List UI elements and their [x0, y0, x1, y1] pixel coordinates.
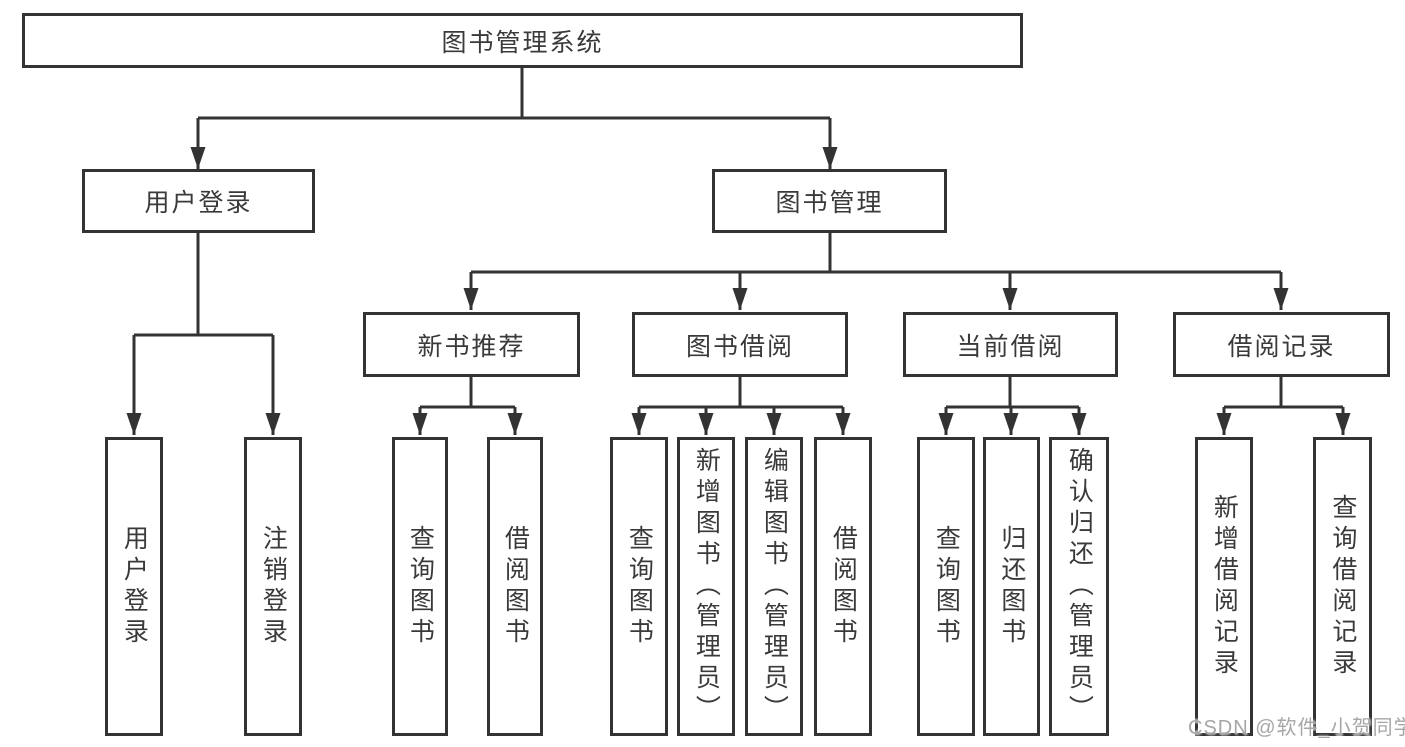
leaf-confirm-return-admin: 确认归还（管理员） — [1049, 437, 1109, 736]
leaf-query-borrow-record: 查询借阅记录 — [1313, 437, 1372, 736]
leaf-query-books-current-label: 查询图书 — [932, 524, 961, 649]
leaf-confirm-return-admin-label: 确认归还（管理员） — [1065, 447, 1094, 726]
leaf-query-books-borrowing: 查询图书 — [610, 437, 668, 736]
leaf-add-books-admin: 新增图书（管理员） — [677, 437, 735, 736]
leaf-query-books-current: 查询图书 — [917, 437, 975, 736]
leaf-add-borrow-record-label: 新增借阅记录 — [1210, 493, 1239, 680]
leaf-logout-label: 注销登录 — [259, 524, 288, 649]
leaf-borrow-books-label: 借阅图书 — [829, 524, 858, 649]
leaf-add-books-admin-label: 新增图书（管理员） — [692, 447, 721, 726]
node-borrowing-records-label: 借阅记录 — [1227, 332, 1336, 361]
leaf-query-borrow-record-label: 查询借阅记录 — [1328, 493, 1357, 680]
node-current-borrowing: 当前借阅 — [903, 312, 1118, 377]
node-book-management-label: 图书管理 — [775, 189, 884, 217]
leaf-query-books-recommend: 查询图书 — [392, 437, 448, 736]
leaf-return-books-label: 归还图书 — [997, 524, 1026, 649]
leaf-query-books-borrowing-label: 查询图书 — [625, 524, 654, 649]
node-root: 图书管理系统 — [22, 13, 1023, 68]
node-book-borrowing: 图书借阅 — [632, 312, 848, 377]
node-current-borrowing-label: 当前借阅 — [956, 332, 1065, 361]
node-book-management: 图书管理 — [712, 169, 947, 233]
leaf-borrow-books: 借阅图书 — [814, 437, 872, 736]
leaf-query-books-recommend-label: 查询图书 — [406, 524, 435, 649]
leaf-add-borrow-record: 新增借阅记录 — [1195, 437, 1253, 736]
leaf-user-login-label: 用户登录 — [120, 524, 149, 649]
leaf-user-login: 用户登录 — [105, 437, 163, 736]
node-user-login: 用户登录 — [82, 169, 315, 233]
leaf-return-books: 归还图书 — [983, 437, 1040, 736]
leaf-edit-books-admin-label: 编辑图书（管理员） — [760, 447, 789, 726]
leaf-edit-books-admin: 编辑图书（管理员） — [745, 437, 803, 736]
node-user-login-label: 用户登录 — [144, 189, 253, 217]
node-borrowing-records: 借阅记录 — [1173, 312, 1390, 377]
leaf-borrow-books-recommend-label: 借阅图书 — [501, 524, 530, 649]
node-new-book-recommend: 新书推荐 — [363, 312, 580, 377]
leaf-logout: 注销登录 — [244, 437, 302, 736]
node-new-book-recommend-label: 新书推荐 — [417, 332, 526, 361]
leaf-borrow-books-recommend: 借阅图书 — [487, 437, 543, 736]
node-book-borrowing-label: 图书借阅 — [685, 332, 794, 361]
csdn-watermark: CSDN @软件_小贺同学 — [1188, 717, 1405, 739]
node-root-label: 图书管理系统 — [441, 28, 604, 57]
